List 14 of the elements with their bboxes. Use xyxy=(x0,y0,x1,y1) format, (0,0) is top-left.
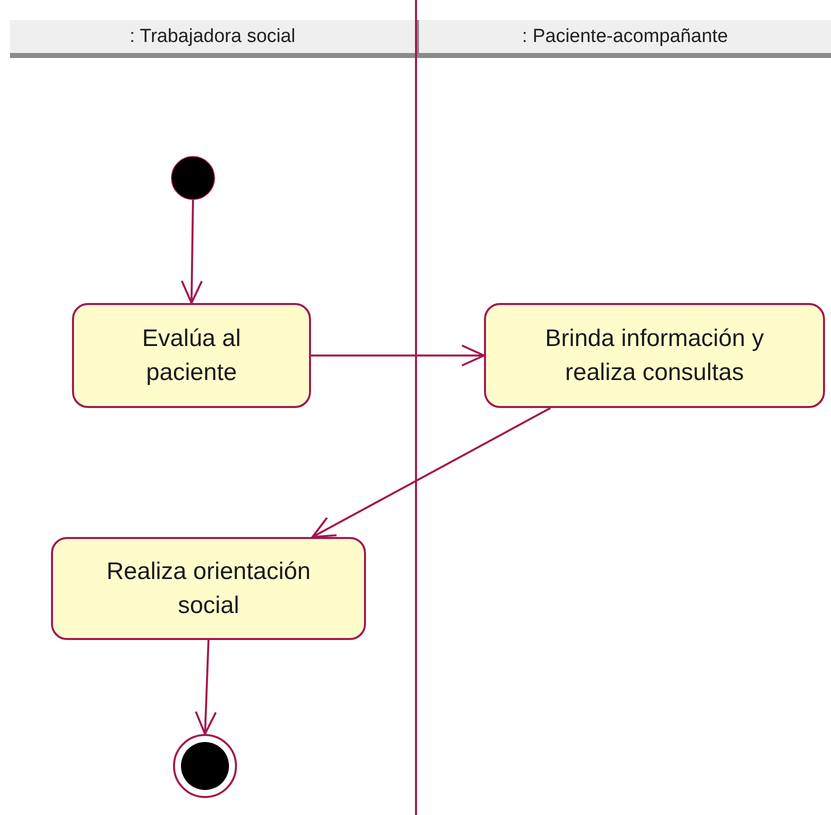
initial-node xyxy=(171,156,215,200)
action-box xyxy=(72,303,311,408)
action-label: Evalúa al paciente xyxy=(141,324,242,388)
arrow xyxy=(311,407,551,538)
swimlane xyxy=(10,0,417,815)
action-box xyxy=(51,537,366,640)
action-label: Realiza orientación social xyxy=(105,556,312,620)
arrow xyxy=(180,200,203,304)
lane-header: : Paciente-acompañante xyxy=(417,20,831,58)
lane-header: : Trabajadora social xyxy=(10,20,415,58)
action-label: Brinda información y realiza consultas xyxy=(544,324,765,388)
arrow xyxy=(311,344,485,366)
action-box xyxy=(484,303,825,408)
arrow xyxy=(194,640,217,735)
